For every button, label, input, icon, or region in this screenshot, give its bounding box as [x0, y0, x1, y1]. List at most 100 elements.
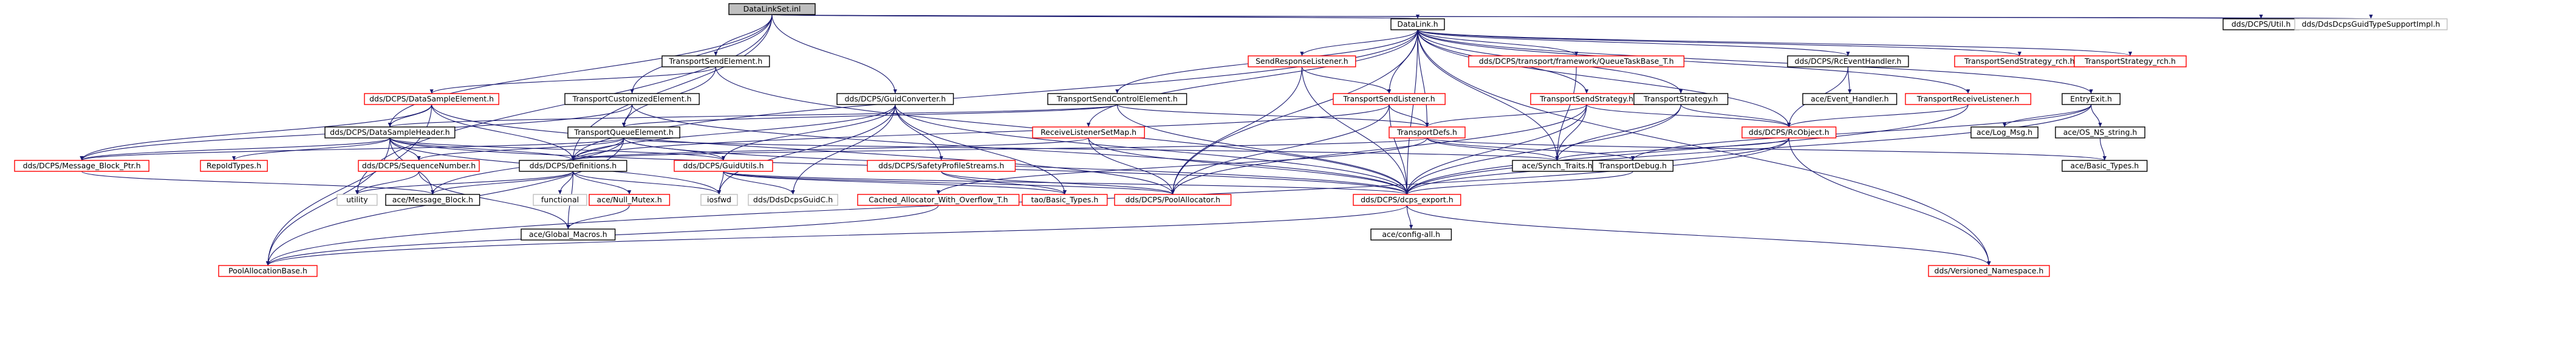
edge-tqe-to-synch [623, 137, 1559, 161]
node-guidconv[interactable]: dds/DCPS/GuidConverter.h [836, 93, 954, 105]
node-root[interactable]: DataLinkSet.inl [728, 3, 816, 15]
edge-tsce-to-dcpsexport [1116, 104, 1409, 195]
node-tao[interactable]: tao/Basic_Types.h [1022, 194, 1108, 206]
node-tstrat[interactable]: TransportStrategy.h [1633, 93, 1729, 105]
node-tsce-box [1047, 93, 1187, 105]
edge-osns-to-basictypes [2100, 137, 2106, 161]
edge-guidconv-to-guidutils [721, 104, 896, 161]
node-nullmutex[interactable]: ace/Null_Mutex.h [589, 194, 671, 206]
node-tsce[interactable]: TransportSendControlElement.h [1047, 93, 1187, 105]
edge-dsh-to-mbptr [80, 137, 391, 161]
node-iosfwd-box [700, 194, 738, 206]
node-tce-box [564, 93, 700, 105]
node-tqe[interactable]: TransportQueueElement.h [567, 126, 680, 139]
node-osns[interactable]: ace/OS_NS_string.h [2055, 126, 2145, 139]
node-tao-box [1022, 194, 1108, 206]
edge-tse-to-dse [429, 66, 716, 94]
node-versioned[interactable]: dds/Versioned_Namespace.h [1928, 265, 2050, 277]
node-guidc-box [748, 194, 838, 206]
node-tse[interactable]: TransportSendElement.h [661, 55, 770, 67]
edge-datalink-to-tdefs [1417, 29, 1429, 128]
node-poolalloc[interactable]: PoolAllocationBase.h [218, 265, 318, 277]
node-guidc-label: dds/DdsDcpsGuidC.h [753, 195, 833, 204]
node-globalmacros[interactable]: ace/Global_Macros.h [521, 228, 616, 241]
node-tce[interactable]: TransportCustomizedElement.h [564, 93, 700, 105]
edge-root-to-defs [571, 14, 773, 161]
node-defs[interactable]: dds/DCPS/Definitions.h [519, 160, 627, 172]
node-mbptr[interactable]: dds/DCPS/Message_Block_Ptr.h [14, 160, 149, 172]
node-tssrch[interactable]: TransportSendStrategy_rch.h [1954, 55, 2085, 67]
node-trl[interactable]: TransportReceiveListener.h [1905, 93, 2032, 105]
node-configall-label: ace/config-all.h [1382, 230, 1440, 239]
edge-tstrat-to-dcpsexport [1405, 104, 1681, 195]
node-rcobject[interactable]: dds/DCPS/RcObject.h [1741, 126, 1837, 139]
node-tse-label: TransportSendElement.h [669, 57, 763, 66]
node-dsh-label: dds/DCPS/DataSampleHeader.h [330, 128, 450, 137]
node-nullmutex-label: ace/Null_Mutex.h [597, 195, 662, 204]
edge-root-to-datalink [771, 14, 1418, 19]
edge-defs-to-nullmutex [572, 171, 632, 195]
node-datalink[interactable]: DataLink.h [1390, 18, 1445, 30]
node-msgblock[interactable]: ace/Message_Block.h [385, 194, 480, 206]
edge-datalink-to-synch [1417, 29, 1559, 161]
node-guidutils[interactable]: dds/DCPS/GuidUtils.h [674, 160, 773, 172]
node-datalink-box [1390, 18, 1445, 30]
node-safety-box [867, 160, 1016, 172]
node-rlsm[interactable]: ReceiveListenerSetMap.h [1032, 126, 1145, 139]
edge-dcpsexport-to-configall [1406, 205, 1413, 230]
node-utilh[interactable]: dds/DCPS/Util.h [2222, 18, 2300, 30]
node-tdebug-box [1592, 160, 1674, 172]
node-tdefs[interactable]: TransportDefs.h [1389, 126, 1466, 139]
node-guidconv-label: dds/DCPS/GuidConverter.h [844, 94, 946, 103]
node-tce-label: TransportCustomizedElement.h [572, 94, 692, 103]
node-repoid[interactable]: RepoIdTypes.h [200, 160, 268, 172]
node-tsrch-label: TransportStrategy_rch.h [2084, 57, 2176, 66]
edge-datalink-to-dcpsexport [1405, 29, 1418, 195]
edge-dse-to-defs [431, 104, 575, 161]
node-dse[interactable]: dds/DCPS/DataSampleElement.h [364, 93, 499, 105]
edge-datalink-to-qtb [1417, 29, 1579, 57]
edge-guidutils-to-poolallocator [723, 171, 1175, 195]
node-repoid-label: RepoIdTypes.h [207, 161, 261, 170]
node-tqe-label: TransportQueueElement.h [573, 128, 673, 137]
edge-dsh-to-defs [389, 137, 575, 161]
edge-tce-to-dcpsexport [632, 104, 1409, 195]
node-safety[interactable]: dds/DCPS/SafetyProfileStreams.h [867, 160, 1016, 172]
node-configall-box [1370, 228, 1452, 241]
node-tss[interactable]: TransportSendStrategy.h [1530, 93, 1643, 105]
edge-dcpsexport-to-versioned [1406, 205, 1991, 266]
node-srl[interactable]: SendResponseListener.h [1248, 55, 1356, 67]
node-synch[interactable]: ace/Synch_Traits.h [1512, 160, 1602, 172]
node-rceh[interactable]: dds/DCPS/RcEventHandler.h [1787, 55, 1909, 67]
edge-datalink-to-tsl [1387, 29, 1418, 94]
node-tsl[interactable]: TransportSendListener.h [1333, 93, 1446, 105]
node-cached[interactable]: Cached_Allocator_With_Overflow_T.h [857, 194, 1020, 206]
node-tstrat-label: TransportStrategy.h [1643, 94, 1718, 103]
edge-mbptr-to-msgblock [81, 171, 435, 195]
edge-tstrat-to-synch [1555, 104, 1681, 161]
node-logmsg[interactable]: ace/Log_Msg.h [1970, 126, 2038, 139]
node-tdebug-label: TransportDebug.h [1598, 161, 1667, 170]
node-entryexit[interactable]: EntryExit.h [2062, 93, 2121, 105]
node-tdebug[interactable]: TransportDebug.h [1592, 160, 1674, 172]
node-basictypes[interactable]: ace/Basic_Types.h [2062, 160, 2148, 172]
edge-dsh-to-guidutils [389, 137, 725, 161]
node-seqnum[interactable]: dds/DCPS/SequenceNumber.h [358, 160, 480, 172]
edge-tss-to-synch [1555, 104, 1587, 161]
node-poolallocator[interactable]: dds/DCPS/PoolAllocator.h [1114, 194, 1232, 206]
node-dsh[interactable]: dds/DCPS/DataSampleHeader.h [324, 126, 456, 139]
node-tsrch[interactable]: TransportStrategy_rch.h [2074, 55, 2187, 67]
node-qtb[interactable]: dds/DCPS/transport/framework/QueueTaskBa… [1468, 55, 1685, 67]
edge-guidutils-to-guidc [723, 171, 795, 195]
node-dse-box [364, 93, 499, 105]
edge-tss-to-poolallocator [1170, 104, 1587, 195]
node-configall[interactable]: ace/config-all.h [1370, 228, 1452, 241]
edge-tss-to-tdefs [1425, 104, 1587, 128]
node-eventhandler[interactable]: ace/Event_Handler.h [1802, 93, 1898, 105]
node-iosfwd-label: iosfwd [707, 195, 731, 204]
edge-datalink-to-rlsm [1087, 29, 1418, 128]
edge-datalink-to-rcobject [1417, 29, 1791, 128]
node-dcpsexport[interactable]: dds/DCPS/dcps_export.h [1353, 194, 1461, 206]
edge-tsce-to-tdefs [1116, 104, 1429, 128]
